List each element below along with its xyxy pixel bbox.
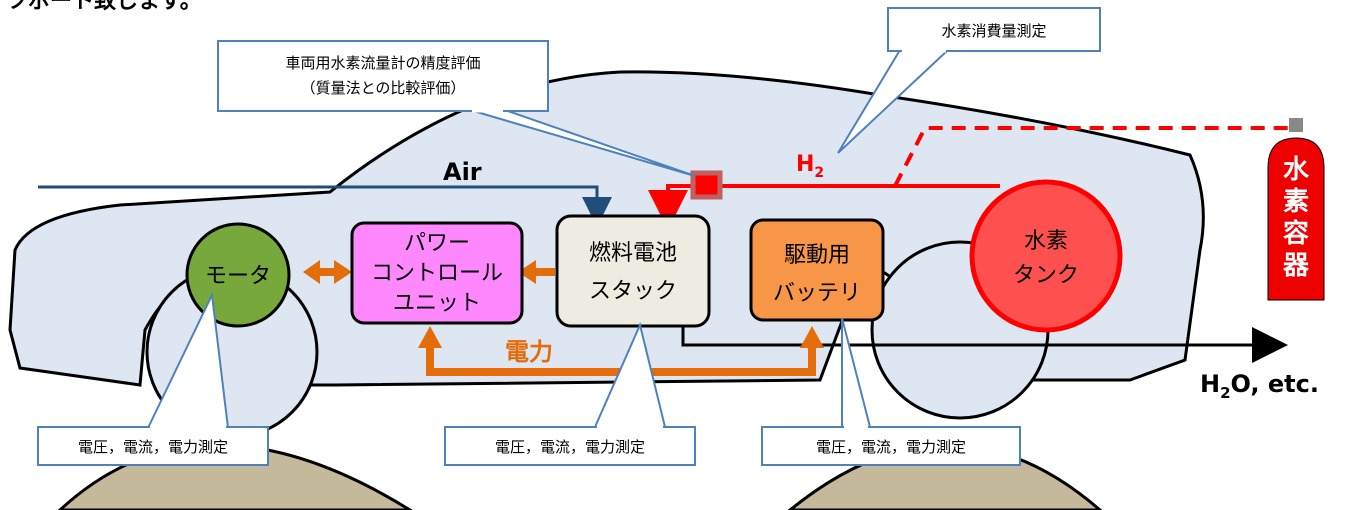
flowmeter-sensor xyxy=(690,170,723,200)
tank-label-2: タンク xyxy=(1013,263,1079,288)
callout-motor-text: 電圧，電流，電力測定 xyxy=(78,438,228,456)
motor-pcu-arrow-left xyxy=(303,260,320,284)
container-label-1: 水 xyxy=(1283,155,1310,185)
exhaust-label: H2O, etc. xyxy=(1200,370,1319,402)
callout-consumption-text: 水素消費量測定 xyxy=(941,22,1046,40)
callout-fc-text: 電圧，電流，電力測定 xyxy=(495,438,645,456)
callout-battery-box xyxy=(761,426,1021,466)
pcu-label-3: ユニット xyxy=(393,291,481,316)
hydrogen-container xyxy=(1267,137,1325,301)
container-valve xyxy=(1289,118,1303,132)
air-line xyxy=(38,185,612,227)
hydrogen-tank xyxy=(969,179,1123,333)
header-fragment: ツポート致します。 xyxy=(6,0,202,14)
fuel-cell-stack xyxy=(555,214,711,328)
callout-flowmeter-line1: 車両用水素流量計の精度評価 xyxy=(285,54,480,72)
callout-flowmeter-box xyxy=(217,40,549,112)
power-label: 電力 xyxy=(505,338,553,366)
tank-label-1: 水素 xyxy=(1024,229,1068,254)
fuel-cell-label-1: 燃料電池 xyxy=(589,241,677,266)
power-control-unit xyxy=(350,221,524,325)
container-label-2: 素 xyxy=(1283,187,1309,217)
container-label-3: 容 xyxy=(1283,218,1309,249)
pcu-label-2: コントロール xyxy=(371,261,503,286)
container-label-4: 器 xyxy=(1282,251,1310,281)
power-arrow-battery xyxy=(800,326,824,348)
power-arrow-pcu xyxy=(418,326,442,348)
callout-flowmeter-line2: （質量法との比較評価） xyxy=(301,79,466,97)
callout-battery-tail xyxy=(841,317,872,428)
drive-battery xyxy=(749,218,885,322)
fuel-cell-label-2: スタック xyxy=(589,279,677,304)
motor-pcu-arrow-right xyxy=(334,260,352,284)
h2-dashed-refill-line xyxy=(893,126,1295,187)
h2-label: H2 xyxy=(796,152,824,181)
h2-to-stack-line xyxy=(648,184,697,230)
motor-label: モータ xyxy=(205,264,271,289)
stack-pcu-arrow xyxy=(518,260,536,284)
battery-label-1: 駆動用 xyxy=(784,243,850,268)
callout-battery-text: 電圧，電流，電力測定 xyxy=(816,438,966,456)
callout-motor-box xyxy=(37,426,269,466)
pcu-label-1: パワー xyxy=(404,231,470,256)
battery-label-2: バッテリ xyxy=(773,281,861,306)
callout-fc-box xyxy=(444,426,696,466)
air-label: Air xyxy=(443,158,482,186)
callout-consumption-box xyxy=(887,7,1101,52)
